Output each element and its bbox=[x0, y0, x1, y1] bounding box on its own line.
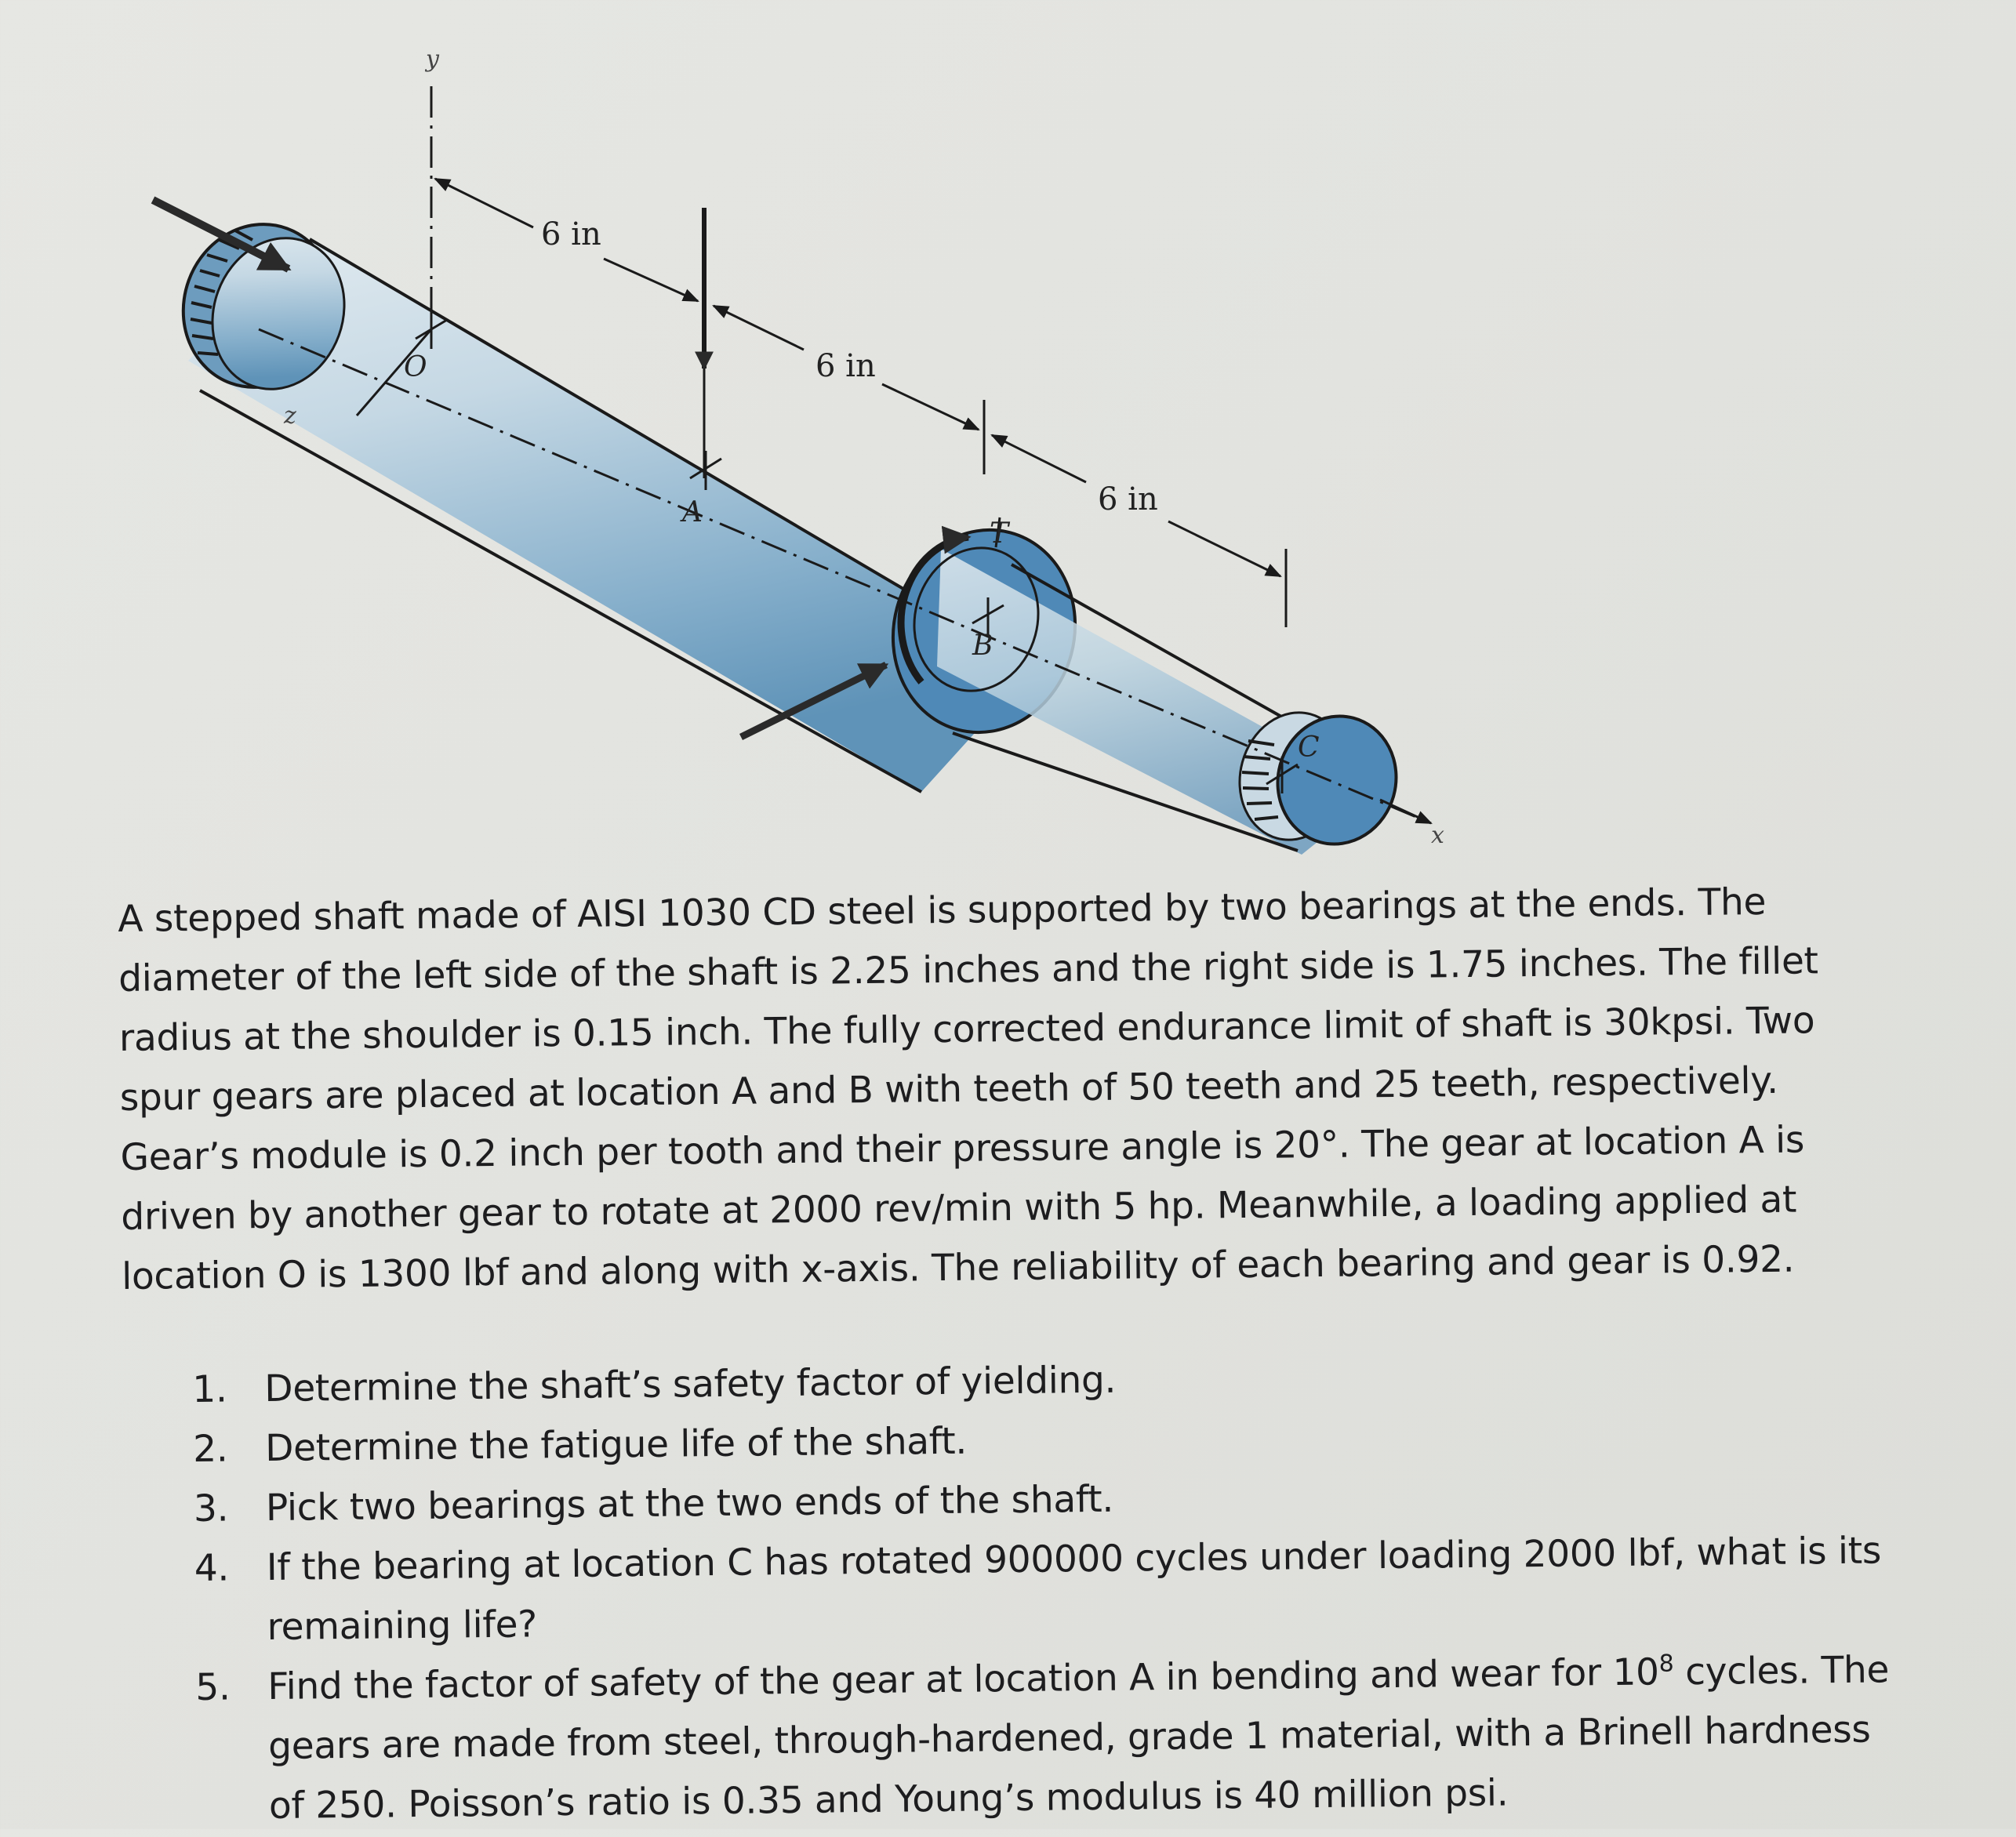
point-B-label: B bbox=[972, 630, 993, 662]
question-number: 1. bbox=[192, 1367, 227, 1411]
force-arrows bbox=[151, 196, 889, 741]
question-text: If the bearing at location C has rotated… bbox=[266, 1529, 1882, 1650]
dim-OA-label: 6 in bbox=[541, 216, 601, 252]
point-markers bbox=[415, 314, 1299, 793]
question-item: 5. Find the factor of safety of the gear… bbox=[195, 1640, 1898, 1837]
problem-statement: A stepped shaft made of AISI 1030 CD ste… bbox=[118, 871, 1886, 1307]
question-text: Determine the shaft’s safety factor of y… bbox=[264, 1358, 1117, 1411]
centerline bbox=[258, 328, 1432, 825]
question-number: 5. bbox=[195, 1665, 231, 1709]
point-C-label: C bbox=[1298, 732, 1320, 764]
question-item: 4. If the bearing at location C has rota… bbox=[194, 1521, 1896, 1658]
stepped-shaft-diagram: y z x O A B C T 6 in 6 in 6 in bbox=[151, 45, 1444, 855]
torque-T-label: T bbox=[990, 517, 1011, 550]
bearing-C bbox=[1238, 711, 1398, 846]
dimension-lines bbox=[434, 177, 1288, 627]
question-number: 2. bbox=[192, 1427, 228, 1471]
dim-AB-label: 6 in bbox=[815, 348, 876, 384]
question-number: 3. bbox=[193, 1487, 229, 1530]
bearing-O bbox=[181, 223, 346, 390]
point-A-label: A bbox=[680, 496, 703, 528]
point-O-label: O bbox=[404, 351, 427, 383]
radial-load-arrow-B bbox=[739, 661, 889, 741]
question-text: Determine the fatigue life of the shaft. bbox=[264, 1419, 968, 1471]
x-axis-label: x bbox=[1431, 822, 1444, 849]
question-text: Pick two bearings at the two ends of the… bbox=[265, 1477, 1114, 1530]
question-text-part: Find the factor of safety of the gear at… bbox=[267, 1650, 1660, 1709]
dim-BC-label: 6 in bbox=[1098, 481, 1158, 517]
z-axis-label: z bbox=[283, 402, 296, 430]
question-list: 1. Determine the shaft’s safety factor o… bbox=[192, 1342, 1898, 1837]
axial-load-arrow-O bbox=[151, 196, 292, 273]
coordinate-axes: y z x bbox=[283, 45, 1444, 849]
y-axis-label: y bbox=[424, 45, 440, 73]
question-number: 4. bbox=[194, 1546, 230, 1590]
exponent: 8 bbox=[1658, 1650, 1674, 1678]
